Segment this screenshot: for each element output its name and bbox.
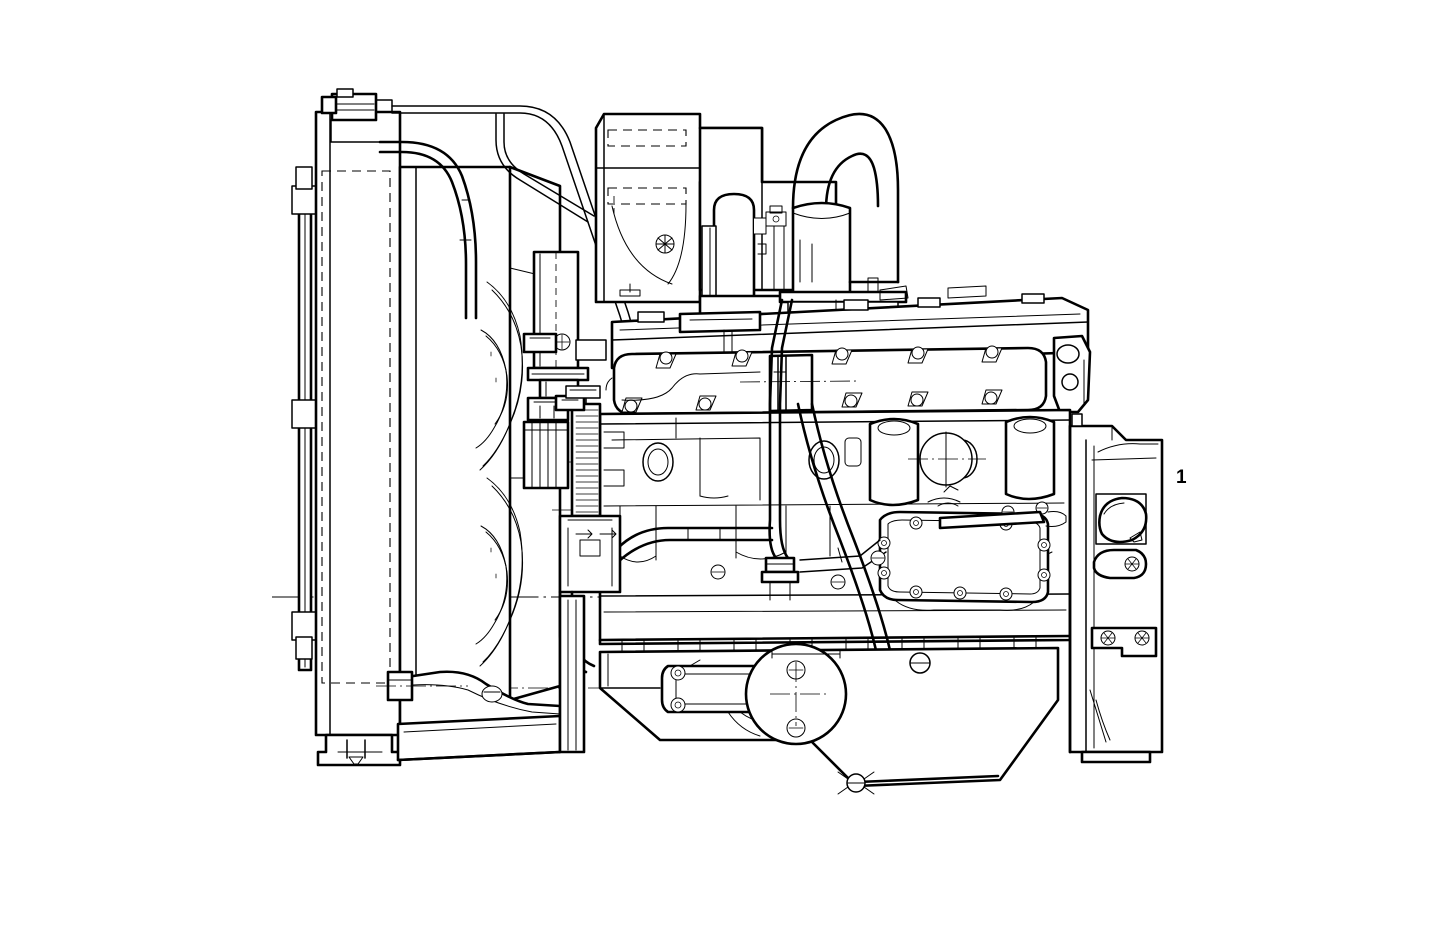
radiator-core <box>314 110 402 737</box>
block-face-ports <box>642 431 986 488</box>
side-inspection-cover <box>877 485 1051 611</box>
fan-hub-fastener <box>655 234 675 254</box>
engine-mount-rail <box>396 594 586 762</box>
cover-bolts <box>877 516 1051 601</box>
fan-drive-pulley <box>570 397 602 518</box>
drive-belt <box>522 413 570 490</box>
manifold-bolt-tabs <box>655 345 1003 369</box>
mounting-bracket-foot <box>316 733 402 767</box>
radiator-side-frame <box>291 166 319 672</box>
manifold-bolt-tabs-lower <box>621 389 1003 413</box>
flywheel-housing <box>1068 413 1164 764</box>
housing-mount-bracket <box>1090 626 1158 658</box>
callout-1-label: 1 <box>1176 467 1187 488</box>
radiator-filler-cap <box>320 88 393 143</box>
thermostat-housing <box>526 250 590 400</box>
housing-access-window <box>1095 493 1148 545</box>
oil-drain-plug <box>837 771 875 795</box>
intake-manifold <box>605 345 1048 416</box>
oil-pump-access-plate <box>744 642 848 746</box>
pulley-teeth <box>575 409 599 513</box>
radiator-assembly <box>291 88 402 767</box>
upper-radiator-hose <box>378 140 478 320</box>
lower-radiator-hose <box>376 670 562 726</box>
fan-blades <box>475 281 524 667</box>
injector-cover-cylinders <box>868 415 1056 507</box>
routed-tubes <box>598 298 1067 662</box>
housing-boss <box>1092 548 1148 580</box>
oil-pan <box>598 642 1060 795</box>
lifting-eye <box>1052 334 1092 414</box>
